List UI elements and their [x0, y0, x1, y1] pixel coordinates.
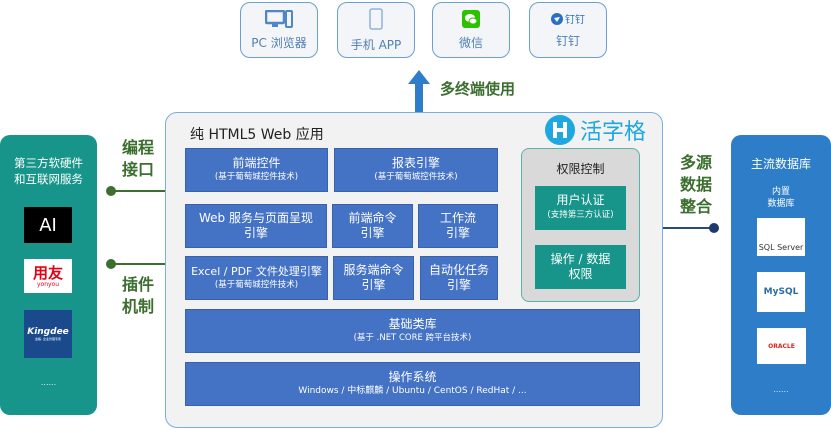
pc-monitor-icon: [265, 9, 293, 28]
label-line: 数据: [680, 175, 713, 194]
mysql-logo: MySQL: [757, 272, 805, 312]
sqlserver-logo: SQL Server: [757, 218, 805, 256]
plugin-connector-line: [110, 263, 165, 265]
block-workflow: 工作流引擎: [418, 204, 498, 248]
brand-name: 活字格: [580, 120, 647, 145]
block-title: 基础类库: [388, 317, 437, 331]
db-connector-dot: [709, 223, 719, 233]
title-line: 第三方软硬件: [14, 156, 83, 170]
up-arrow-icon: [408, 70, 430, 113]
block-title: 操作 / 数据: [550, 252, 611, 266]
block-excel-pdf: Excel / PDF 文件处理引擎 (基于葡萄城控件技术): [185, 256, 328, 300]
block-base-library: 基础类库 (基于 .NET CORE 跨平台技术): [185, 309, 640, 353]
brand-logo: 活字格: [545, 114, 646, 146]
block-automation: 自动化任务引擎: [420, 256, 498, 300]
block-sub: (基于葡萄城控件技术): [214, 280, 299, 290]
oracle-text: ORACLE: [768, 342, 795, 350]
api-connector-line: [110, 190, 165, 192]
block-title: 工作流: [439, 211, 476, 225]
block-frontend-command: 前端命令引擎: [332, 204, 413, 248]
plugin-connector-dot: [106, 259, 116, 269]
multi-source-label: 多源数据整合: [680, 152, 712, 218]
label-line: 多源: [680, 153, 713, 172]
block-title: 用户认证: [556, 193, 605, 207]
label-line: 编程: [122, 138, 155, 157]
block-title: 服务端命令: [343, 263, 404, 277]
terminal-pc-browser: PC 浏览器: [240, 2, 318, 58]
main-title: 纯 HTML5 Web 应用: [190, 127, 324, 143]
block-sub: (基于葡萄城控件技术): [374, 172, 458, 182]
more-ellipsis: ......: [773, 385, 789, 394]
label-line: 插件: [122, 275, 155, 294]
block-title2: 引擎: [243, 226, 268, 240]
label-line: 接口: [122, 160, 155, 179]
block-title2: 引擎: [446, 278, 471, 292]
wechat-icon: [462, 9, 480, 28]
database-title: 主流数据库: [750, 157, 811, 171]
permission-title: 权限控制: [556, 162, 605, 176]
block-title: 前端命令: [348, 211, 397, 225]
block-sub: (基于 .NET CORE 跨平台技术): [353, 333, 472, 343]
block-title: 前端控件: [232, 156, 281, 170]
builtin-db-label: 内置数据库: [731, 186, 831, 210]
ai-logo: AI: [24, 207, 72, 243]
block-frontend-controls: 前端控件 (基于葡萄城控件技术): [185, 148, 328, 192]
block-sub: (基于葡萄城控件技术): [214, 172, 299, 182]
multi-terminal-label: 多终端使用: [440, 80, 516, 98]
block-title2: 引擎: [360, 226, 385, 240]
terminal-dingtalk: 钉钉 钉钉: [529, 2, 607, 58]
terminal-wechat: 微信: [432, 2, 510, 58]
label-line: 机制: [122, 297, 155, 316]
block-title: 操作系统: [388, 370, 437, 384]
db-connector-line: [663, 227, 713, 229]
block-report-engine: 报表引擎 (基于葡萄城控件技术): [334, 148, 498, 192]
huozige-logo-icon: [545, 115, 575, 145]
terminal-label: 钉钉: [555, 34, 580, 48]
block-web-service: Web 服务与页面呈现引擎: [185, 204, 327, 248]
yonyou-text: 用友: [32, 263, 63, 282]
label-line: 内置: [771, 187, 790, 197]
yonyou-sub: yonyou: [36, 280, 60, 288]
block-os: 操作系统 Windows / 中标麒麟 / Ubuntu / CentOS / R…: [185, 362, 640, 406]
mobile-phone-icon: [369, 7, 383, 30]
terminal-mobile-app: 手机 APP: [337, 2, 415, 58]
terminal-label: 手机 APP: [350, 37, 402, 52]
block-title2: 引擎: [445, 226, 470, 240]
block-title2: 引擎: [361, 278, 386, 292]
mysql-text: MySQL: [763, 287, 799, 297]
block-title: 报表引擎: [391, 156, 440, 170]
sqlserver-text: SQL Server: [758, 243, 804, 252]
block-server-command: 服务端命令引擎: [333, 256, 414, 300]
block-title: 自动化任务: [428, 263, 489, 277]
block-sub: (支持第三方认证): [547, 210, 614, 220]
label-line: 数据库: [767, 199, 795, 209]
oracle-logo: ORACLE: [757, 328, 806, 364]
title-line: 和互联网服务: [14, 172, 83, 186]
api-label: 编程接口: [122, 137, 154, 181]
dingtalk-logo-text: 钉钉: [565, 15, 585, 26]
terminal-label: PC 浏览器: [251, 35, 307, 50]
block-title: Excel / PDF 文件处理引擎: [191, 265, 322, 278]
block-user-auth: 用户认证 (支持第三方认证): [535, 186, 626, 230]
block-title2: 权限: [568, 267, 593, 281]
block-title: Web 服务与页面呈现: [199, 211, 313, 225]
api-connector-dot: [106, 186, 116, 196]
block-sub: Windows / 中标麒麟 / Ubuntu / CentOS / RedHa…: [298, 386, 527, 396]
more-ellipsis: ......: [40, 378, 57, 387]
kingdee-sub: 金蝶, 企业管理专家: [35, 337, 61, 341]
plugin-label: 插件机制: [122, 274, 154, 318]
dingtalk-icon: [551, 12, 563, 25]
kingdee-text: Kingdee: [27, 327, 69, 337]
block-data-permission: 操作 / 数据权限: [535, 245, 626, 289]
terminal-label: 微信: [458, 35, 483, 50]
label-line: 整合: [680, 197, 713, 216]
third-party-title: 第三方软硬件和互联网服务: [0, 155, 97, 187]
